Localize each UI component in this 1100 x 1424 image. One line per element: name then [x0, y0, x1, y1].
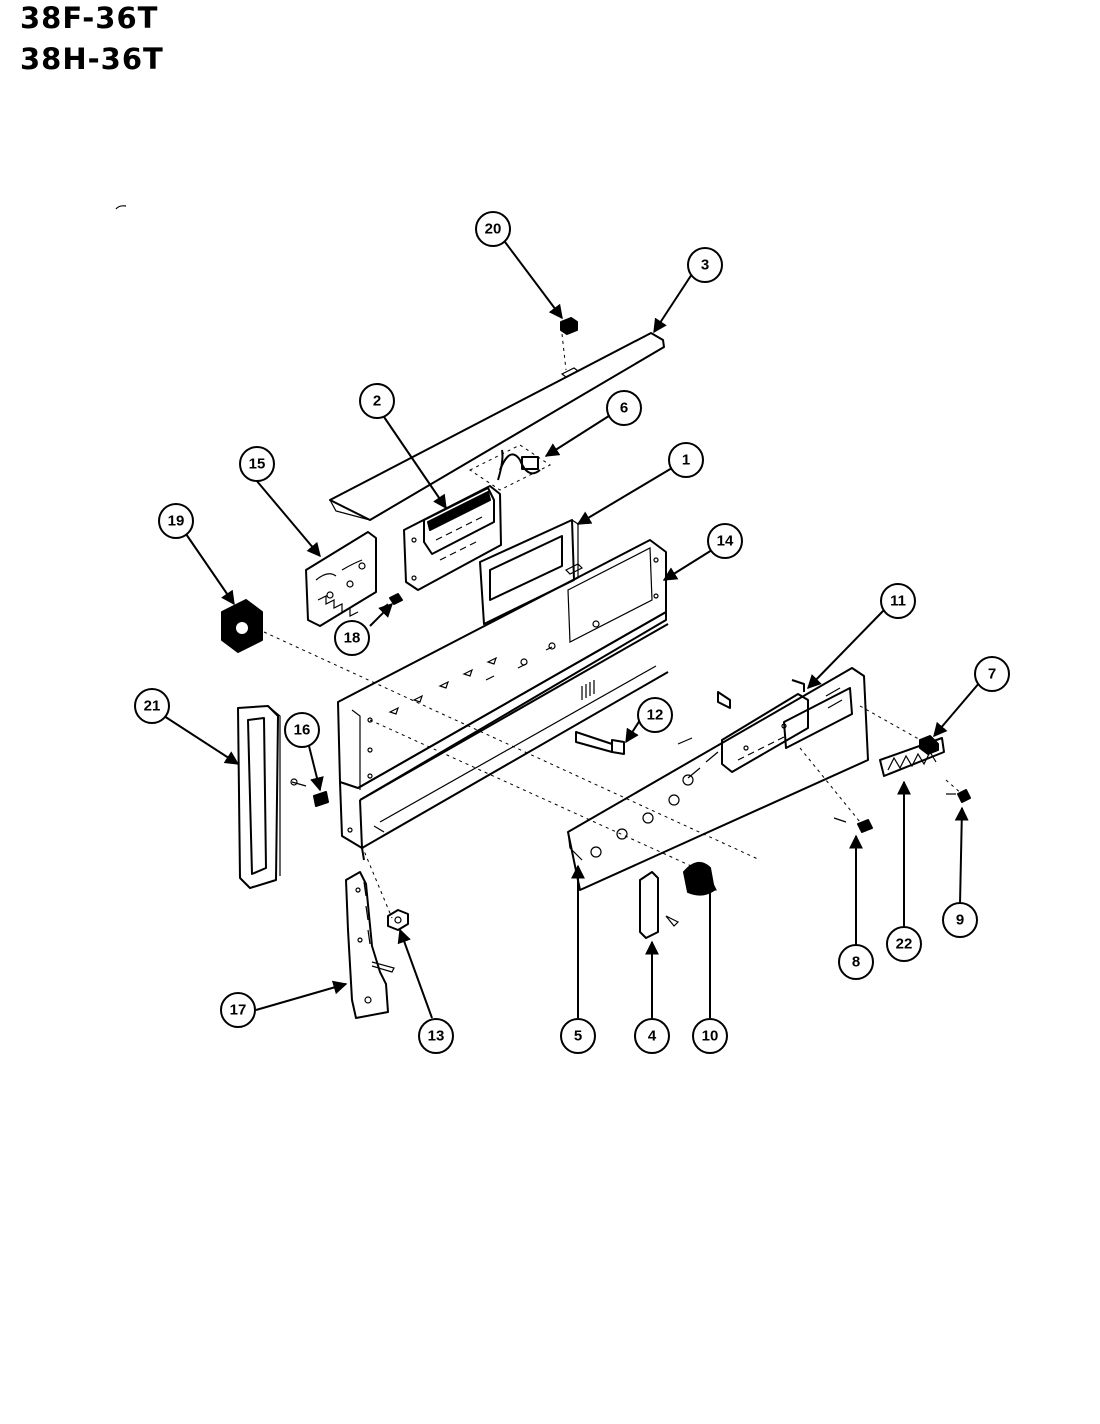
callout-13: 13: [418, 1018, 454, 1054]
callout-17-label: 17: [230, 1002, 247, 1019]
part-18-screw: [381, 593, 403, 609]
callout-15-label: 15: [249, 456, 266, 473]
alignment-lines: [263, 333, 963, 919]
callout-13-label: 13: [428, 1028, 445, 1045]
part-17-mounting-bracket: [345, 871, 395, 1019]
part-9-screw: [946, 789, 971, 803]
callout-11: 11: [880, 583, 916, 619]
callout-20-label: 20: [485, 221, 502, 238]
callout-8-label: 8: [852, 954, 860, 971]
part-2-clock-module: [403, 485, 502, 591]
part-14-control-panel: [337, 539, 669, 861]
callout-1-label: 1: [682, 452, 690, 469]
callout-3-label: 3: [701, 257, 709, 274]
callout-12-label: 12: [647, 707, 664, 724]
callout-11-label: 11: [890, 593, 906, 610]
part-13-nut: [387, 909, 409, 931]
callout-6-label: 6: [620, 400, 628, 417]
callout-18: 18: [334, 620, 370, 656]
callout-4-label: 4: [648, 1028, 657, 1045]
callout-12: 12: [637, 697, 673, 733]
callout-20: 20: [475, 211, 511, 247]
callout-7: 7: [974, 656, 1010, 692]
callout-2-label: 2: [373, 393, 381, 410]
part-8-screw: [833, 817, 873, 833]
part-11-bracket: [717, 679, 809, 773]
stray-mark: [115, 205, 127, 210]
leader-lines: [163, 241, 981, 1019]
callout-10-label: 10: [702, 1028, 719, 1045]
callout-1: 1: [668, 442, 704, 478]
part-21-side-trim: [237, 705, 281, 889]
callout-10: 10: [692, 1018, 728, 1054]
callout-9-label: 9: [956, 912, 964, 929]
callout-18-label: 18: [344, 630, 361, 647]
callout-4: 4: [634, 1018, 670, 1054]
callout-19: 19: [158, 503, 194, 539]
part-3-top-trim: [329, 332, 665, 521]
callout-14: 14: [707, 523, 743, 559]
part-19-switch: [221, 599, 263, 653]
callout-8: 8: [838, 944, 874, 980]
callout-16: 16: [284, 712, 320, 748]
callout-21-label: 21: [144, 698, 161, 715]
callout-22: 22: [886, 926, 922, 962]
callout-22-label: 22: [896, 936, 913, 953]
callout-17: 17: [220, 992, 256, 1028]
callout-6: 6: [606, 390, 642, 426]
part-12-bolt: [575, 731, 625, 755]
part-15-circuit-board: [305, 531, 377, 627]
model-number-1: 38F-36T: [20, 1, 159, 35]
callout-9: 9: [942, 902, 978, 938]
part-6-connector: [469, 444, 551, 491]
part-1-display-bracket: [479, 519, 579, 625]
callout-5-label: 5: [574, 1028, 582, 1045]
callout-19-label: 19: [168, 513, 185, 530]
callout-14-label: 14: [717, 533, 734, 550]
callout-16-label: 16: [294, 722, 311, 739]
model-number-2: 38H-36T: [20, 42, 164, 76]
callout-15: 15: [239, 446, 275, 482]
callout-21: 21: [134, 688, 170, 724]
callout-7-label: 7: [988, 666, 996, 683]
callout-5: 5: [560, 1018, 596, 1054]
callout-3: 3: [687, 247, 723, 283]
part-4-bracket: [639, 871, 680, 939]
part-22-nameplate: [879, 737, 945, 777]
callout-2: 2: [359, 383, 395, 419]
part-20-clip: [560, 317, 578, 335]
part-16-screw: [290, 778, 329, 807]
